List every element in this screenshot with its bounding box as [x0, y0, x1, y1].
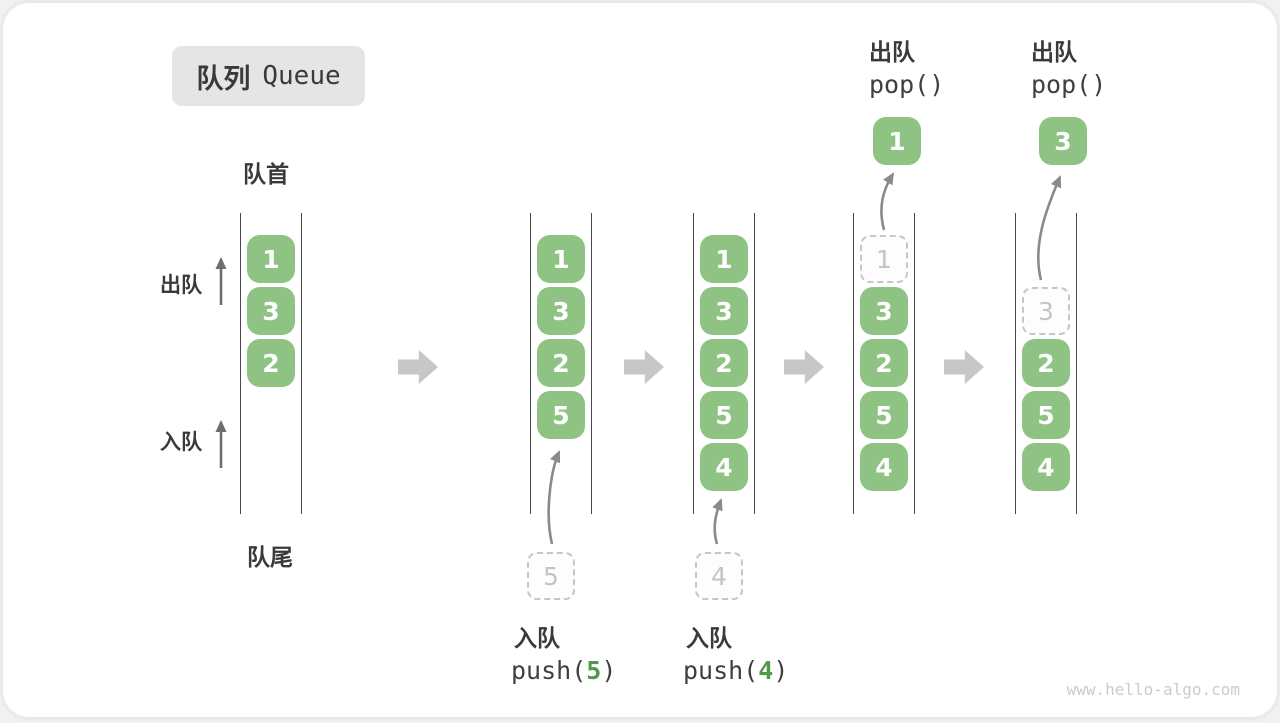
- dequeue-op-label: 出队: [869, 39, 915, 65]
- title-en: Queue: [262, 61, 341, 91]
- queue-walls: [693, 213, 755, 514]
- queue-cell: 1: [700, 235, 748, 283]
- queue-cell: 2: [1022, 339, 1070, 387]
- queue-cell: 3: [700, 287, 748, 335]
- queue-cell: 2: [247, 339, 295, 387]
- next-state-arrow-icon: [398, 350, 438, 384]
- enqueue-code-text: ): [773, 656, 789, 685]
- queue-cell: 1: [247, 235, 295, 283]
- queue-cell: 2: [700, 339, 748, 387]
- queue-walls: [530, 213, 592, 514]
- dequeue-side-label: 出队: [160, 274, 202, 297]
- enqueue-op-label: 入队: [686, 625, 732, 651]
- queue-front-label: 队首: [243, 161, 289, 187]
- queue-cell-removed: 3: [1022, 287, 1070, 335]
- queue-cell: 2: [537, 339, 585, 387]
- next-state-arrow-icon: [624, 350, 664, 384]
- queue-cell: 4: [700, 443, 748, 491]
- queue-rear-label: 队尾: [247, 544, 293, 570]
- enqueue-op-code: push(5): [511, 656, 616, 685]
- queue-cell: 5: [537, 391, 585, 439]
- enqueue-code-text: push(: [683, 656, 759, 685]
- queue-cell: 5: [700, 391, 748, 439]
- enqueue-side-label: 入队: [160, 431, 202, 454]
- queue-cell: 4: [1022, 443, 1070, 491]
- queue-cell: 3: [860, 287, 908, 335]
- queue-cell: 1: [537, 235, 585, 283]
- enqueue-arg: 4: [758, 656, 774, 685]
- queue-walls: [853, 213, 915, 514]
- enqueue-arg: 5: [586, 656, 602, 685]
- watermark: www.hello-algo.com: [1066, 680, 1240, 699]
- queue-cell: 5: [1022, 391, 1070, 439]
- next-state-arrow-icon: [784, 350, 824, 384]
- dequeue-op-code: pop(): [1031, 70, 1107, 99]
- enqueue-op-code: push(4): [683, 656, 788, 685]
- queue-cell-removed: 1: [860, 235, 908, 283]
- queue-cell: 5: [860, 391, 908, 439]
- dequeued-cell: 3: [1039, 117, 1087, 165]
- enqueue-pending-cell: 5: [527, 552, 575, 600]
- dequeue-op-label: 出队: [1031, 39, 1077, 65]
- queue-walls: [240, 213, 302, 514]
- queue-cell: 3: [537, 287, 585, 335]
- enqueue-pending-cell: 4: [695, 552, 743, 600]
- enqueue-code-text: push(: [511, 656, 587, 685]
- next-state-arrow-icon: [944, 350, 984, 384]
- queue-cell: 3: [247, 287, 295, 335]
- title-badge: 队列 Queue: [172, 46, 365, 106]
- enqueue-op-label: 入队: [514, 625, 560, 651]
- queue-walls: [1015, 213, 1077, 514]
- dequeue-op-code: pop(): [869, 70, 945, 99]
- queue-cell: 4: [860, 443, 908, 491]
- dequeued-cell: 1: [873, 117, 921, 165]
- title-zh: 队列: [196, 63, 251, 94]
- queue-cell: 2: [860, 339, 908, 387]
- enqueue-code-text: ): [601, 656, 617, 685]
